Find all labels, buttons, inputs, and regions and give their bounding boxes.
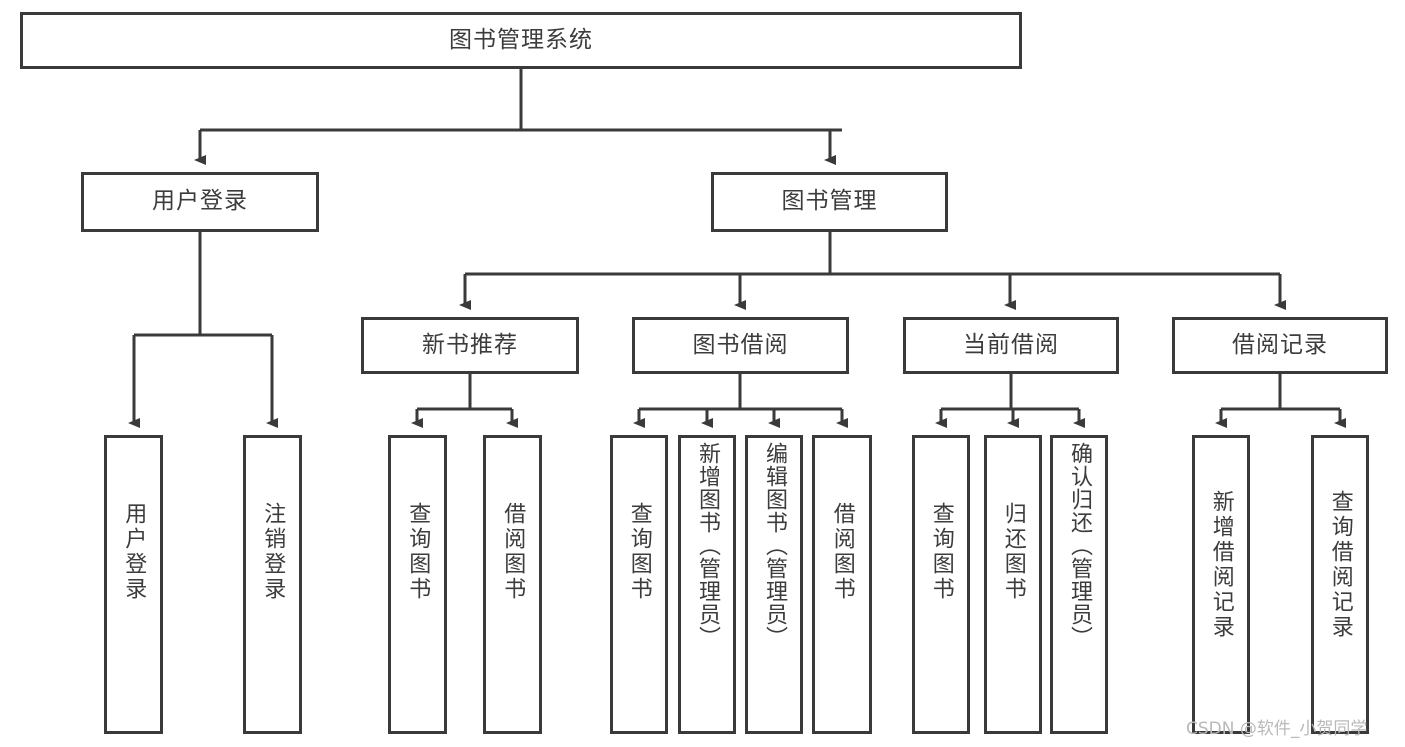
node-borrow-record[interactable]: 借阅记录 <box>1172 317 1388 374</box>
node-leaf-edit-book-label: 编辑图书（管理员） <box>761 442 787 649</box>
node-leaf-borrow-book-rec-label: 借阅图书 <box>500 502 526 602</box>
node-root[interactable]: 图书管理系统 <box>20 12 1022 69</box>
node-leaf-query-book-rec[interactable]: 查询图书 <box>388 435 447 734</box>
node-user-login[interactable]: 用户登录 <box>81 172 319 232</box>
node-leaf-borrow-book-label: 借阅图书 <box>829 502 855 602</box>
node-leaf-add-book-label: 新增图书（管理员） <box>694 442 720 649</box>
node-leaf-edit-book[interactable]: 编辑图书（管理员） <box>745 435 803 734</box>
node-leaf-borrow-book[interactable]: 借阅图书 <box>812 435 872 734</box>
node-leaf-query-book-borrow-label: 查询图书 <box>626 502 652 602</box>
watermark-text: CSDN @软件_小贺同学 <box>1186 719 1368 739</box>
node-root-label: 图书管理系统 <box>449 26 593 53</box>
node-new-book-rec[interactable]: 新书推荐 <box>361 317 579 374</box>
node-leaf-logout-label: 注销登录 <box>260 502 286 602</box>
node-leaf-return-book[interactable]: 归还图书 <box>984 435 1042 734</box>
node-book-manage-label: 图书管理 <box>781 188 878 215</box>
node-current-borrow[interactable]: 当前借阅 <box>903 317 1119 374</box>
node-book-borrow-label: 图书借阅 <box>692 331 789 358</box>
node-current-borrow-label: 当前借阅 <box>963 331 1059 358</box>
node-leaf-confirm-return[interactable]: 确认归还（管理员） <box>1050 435 1108 734</box>
node-leaf-confirm-return-label: 确认归还（管理员） <box>1066 442 1092 649</box>
node-leaf-query-record-label: 查询借阅记录 <box>1327 490 1353 640</box>
node-leaf-query-book-cur[interactable]: 查询图书 <box>912 435 970 734</box>
node-user-login-label: 用户登录 <box>152 188 248 215</box>
node-leaf-user-login[interactable]: 用户登录 <box>104 435 163 734</box>
node-leaf-logout[interactable]: 注销登录 <box>243 435 302 734</box>
node-leaf-add-book[interactable]: 新增图书（管理员） <box>678 435 736 734</box>
node-leaf-user-login-label: 用户登录 <box>121 502 147 602</box>
node-leaf-add-record[interactable]: 新增借阅记录 <box>1192 435 1250 734</box>
node-leaf-query-book-rec-label: 查询图书 <box>405 502 431 602</box>
node-leaf-return-book-label: 归还图书 <box>1000 502 1026 602</box>
node-book-borrow[interactable]: 图书借阅 <box>632 317 849 374</box>
node-leaf-query-book-cur-label: 查询图书 <box>928 502 954 602</box>
node-leaf-query-record[interactable]: 查询借阅记录 <box>1311 435 1369 734</box>
node-leaf-add-record-label: 新增借阅记录 <box>1208 490 1234 640</box>
node-new-book-rec-label: 新书推荐 <box>422 331 518 358</box>
node-book-manage[interactable]: 图书管理 <box>711 172 948 232</box>
node-leaf-borrow-book-rec[interactable]: 借阅图书 <box>483 435 542 734</box>
node-leaf-query-book-borrow[interactable]: 查询图书 <box>610 435 668 734</box>
node-borrow-record-label: 借阅记录 <box>1232 331 1328 358</box>
